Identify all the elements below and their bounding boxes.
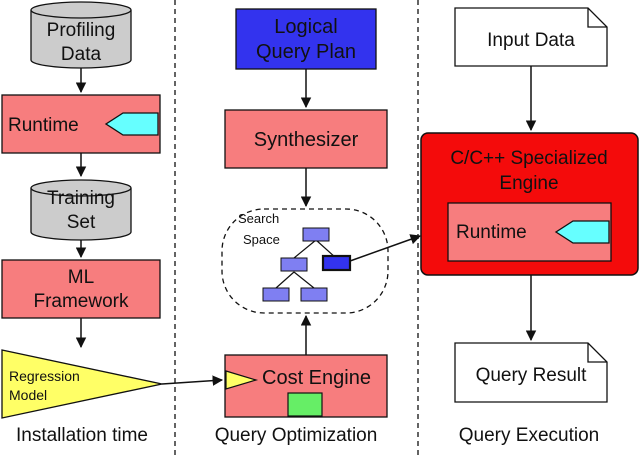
ml-framework-line2: Framework — [33, 291, 129, 312]
search-space: Search Space — [221, 208, 389, 314]
synthesizer-box: Synthesizer — [224, 109, 388, 169]
plan-node-root — [302, 227, 330, 242]
specialized-engine-box: C/C++ Specialized Engine Runtime — [420, 132, 639, 276]
runtime-box-install: Runtime — [1, 94, 161, 154]
plan-node-leaf-left — [262, 287, 290, 302]
column-label-execution: Query Execution — [459, 425, 599, 446]
column-label-optimization: Query Optimization — [215, 425, 378, 446]
logical-plan-line2: Query Plan — [256, 41, 356, 63]
logical-plan-line1: Logical — [274, 16, 337, 38]
plan-node-leaf-right — [300, 287, 328, 302]
plan-node-left — [280, 257, 308, 272]
profiling-data-line1: Profiling — [47, 20, 116, 41]
search-space-line2: Space — [243, 232, 280, 247]
training-set-store: Training Set — [30, 179, 132, 241]
runtime-engine-probe-icon — [554, 220, 610, 244]
plan-node-right-selected — [321, 254, 352, 272]
regression-model: Regression Model — [1, 349, 163, 419]
regression-model-line2: Model — [9, 387, 47, 403]
training-set-line2: Set — [67, 212, 96, 233]
search-space-line1: Search — [238, 211, 279, 226]
ml-framework-line1: ML — [68, 267, 94, 288]
ml-framework-box: ML Framework — [1, 259, 161, 319]
cost-engine-label: Cost Engine — [262, 367, 371, 389]
profiling-data-line2: Data — [61, 44, 102, 65]
cost-engine-model-icon — [225, 370, 259, 390]
specialized-engine-line1: C/C++ Specialized — [450, 148, 607, 169]
input-data-label: Input Data — [487, 30, 575, 51]
training-set-line1: Training — [47, 188, 115, 209]
profiling-data-store: Profiling Data — [30, 1, 132, 69]
runtime-label-engine: Runtime — [456, 222, 527, 243]
synthesizer-label: Synthesizer — [254, 129, 359, 151]
query-result-label: Query Result — [476, 365, 588, 386]
runtime-probe-icon — [104, 112, 159, 136]
logical-query-plan-box: Logical Query Plan — [235, 8, 377, 70]
cost-engine-box: Cost Engine — [224, 354, 388, 418]
runtime-label-install: Runtime — [8, 115, 79, 136]
regression-model-line1: Regression — [9, 368, 80, 384]
input-data-document: Input Data — [454, 7, 608, 67]
cost-engine-green-block — [287, 392, 323, 417]
column-label-installation: Installation time — [16, 425, 148, 446]
query-result-document: Query Result — [454, 342, 608, 403]
specialized-engine-line2: Engine — [499, 173, 558, 194]
